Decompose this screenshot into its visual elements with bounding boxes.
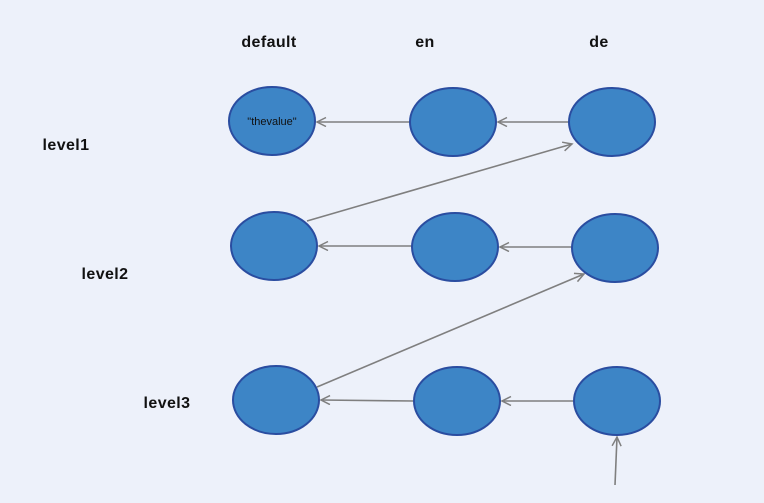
node-level1-en [409,87,497,157]
row-label-level1: level1 [43,137,90,154]
node-ellipse-level2-de [571,213,659,283]
node-ellipse-level3-de [573,366,661,436]
node-ellipse-level1-en [409,87,497,157]
node-level1-de [568,87,656,157]
node-level3-de [573,366,661,436]
node-ellipse-level2-default [230,211,318,281]
node-ellipse-level3-default [232,365,320,435]
node-level1-default: "thevalue" [228,86,316,156]
column-header-default: default [241,34,297,51]
node-level2-default [230,211,318,281]
column-header-de: de [589,34,608,51]
row-label-level3: level3 [144,395,191,412]
node-level2-en [411,212,499,282]
node-value-text: "thevalue" [247,116,296,128]
column-header-en: en [415,34,434,51]
edge-start-to-level3-de [615,437,617,486]
node-level2-de [571,213,659,283]
nodes-layer: "thevalue" [228,86,661,436]
node-level3-en [413,366,501,436]
node-level3-default [232,365,320,435]
node-ellipse-level3-en [413,366,501,436]
node-ellipse-level2-en [411,212,499,282]
edges-layer [306,122,617,486]
edge-level2-default-to-level1-de [306,144,572,222]
row-label-level2: level2 [82,266,129,283]
node-ellipse-level1-default [228,86,316,156]
edge-level3-default-to-level2-de [316,274,584,388]
edge-level3-en-to-level3-default [321,400,415,401]
node-ellipse-level1-de [568,87,656,157]
labels-layer: default en de level1 level2 level3 [43,34,609,412]
